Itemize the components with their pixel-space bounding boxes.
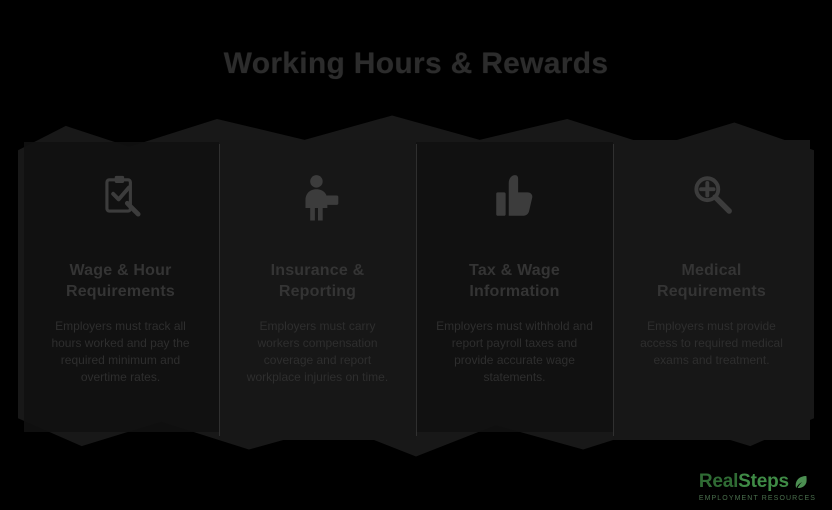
card-body: Employers must withhold and report payro… (436, 319, 593, 384)
card-row: Wage & Hour Requirements Employers must … (22, 140, 810, 440)
card-heading: Tax & Wage Information (469, 262, 560, 300)
clipboard-check-icon (90, 168, 152, 226)
card-wage-hour[interactable]: Wage & Hour Requirements Employers must … (22, 140, 219, 440)
card-body: Employers must carry workers compensatio… (246, 319, 389, 384)
card-body: Employers must provide access to require… (640, 319, 783, 367)
logo-wordmark: RealSteps (699, 472, 789, 491)
card-insurance-reporting[interactable]: Insurance & Reporting Employers must car… (219, 140, 416, 440)
logo-wordmark-row: RealSteps (699, 472, 816, 491)
page-title: Working Hours & Rewards (223, 47, 609, 80)
card-tax-wage-information[interactable]: Tax & Wage Information Employers must wi… (416, 140, 613, 440)
card-medical-requirements[interactable]: Medical Requirements Employers must prov… (613, 140, 810, 440)
brand-logo[interactable]: RealSteps EMPLOYMENT RESOURCES (699, 472, 816, 502)
card-heading: Medical Requirements (656, 262, 767, 300)
worker-person-icon (287, 168, 349, 226)
thumbs-up-icon (484, 168, 546, 226)
card-body: Employers must track all hours worked an… (51, 319, 190, 384)
card-heading: Wage & Hour Requirements (65, 262, 176, 300)
logo-word-secondary: Steps (738, 471, 789, 492)
logo-word-primary: Real (698, 471, 739, 492)
logo-tagline: EMPLOYMENT RESOURCES (698, 495, 816, 502)
card-heading: Insurance & Reporting (270, 262, 365, 300)
stethoscope-icon (681, 168, 743, 226)
leaf-icon (793, 474, 809, 490)
